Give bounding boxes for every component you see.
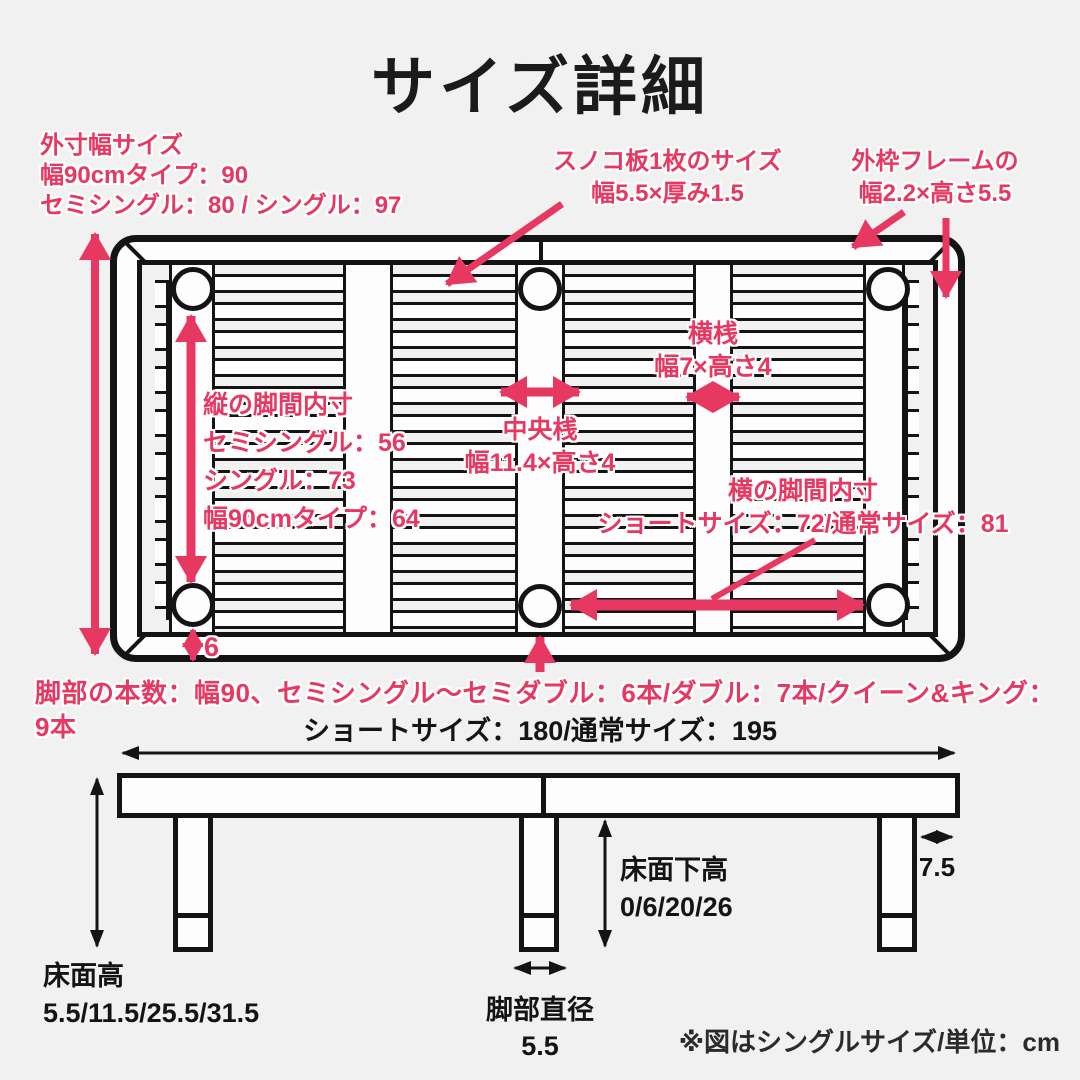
bed-bottom-view (110, 235, 965, 662)
frame-top-seam (539, 242, 543, 261)
slat-size-label: スノコ板1枚のサイズ 幅5.5×厚み1.5 (553, 148, 782, 207)
leg-bottom-center (518, 584, 562, 628)
side-overhang-value: 7.5 (918, 852, 956, 882)
floor-height-label: 床面高 5.5/11.5/25.5/31.5 (43, 961, 260, 1028)
vertical-leg-gap-label: 縦の脚間内寸 セミシングル：56 シングル：73 幅90cmタイプ：64 (203, 391, 420, 533)
side-leg-left (173, 818, 213, 952)
leg-bottom-left (171, 583, 215, 627)
cross-rail-left (343, 265, 393, 632)
right-leg-rail (863, 265, 905, 632)
leg-top-left (171, 267, 215, 311)
leg-inset-value: 6 (204, 632, 220, 662)
leg-joint-line (882, 913, 912, 918)
page-title: サイズ詳細 (370, 51, 710, 123)
leg-diameter-label: 脚部直径 5.5 (486, 995, 594, 1061)
center-rail (515, 265, 565, 632)
horizontal-leg-gap-label: 横の脚間内寸 ショートサイズ：72/通常サイズ：81 (597, 477, 1009, 538)
cross-rail-label: 横桟 幅7×高さ4 (654, 320, 772, 381)
bed-length-label: ショートサイズ：180/通常サイズ：195 (303, 716, 777, 746)
platform-seam (541, 778, 546, 813)
leg-count-label: 脚部の本数：幅90、セミシングル〜セミダブル：6本/ダブル：7本/クイーン&キン… (35, 678, 1055, 743)
leg-top-right (866, 267, 910, 311)
leg-joint-line (178, 913, 208, 918)
bed-inner-frame (137, 260, 938, 637)
side-leg-right (877, 818, 917, 952)
slat-pointer-arrow (445, 201, 564, 287)
center-rail-label: 中央桟 幅11.4×高さ4 (464, 416, 616, 477)
slat-end-tabs-right (905, 280, 919, 620)
slat-end-tabs-left (155, 280, 169, 620)
frame-width-pointer-arrow (851, 209, 906, 250)
unit-note: ※図はシングルサイズ/単位：cm (678, 1027, 1060, 1057)
leg-bottom-right (866, 583, 910, 627)
cross-rail-right (693, 265, 733, 632)
side-view-platform (117, 773, 960, 818)
frame-size-label: 外枠フレームの 幅2.2×高さ5.5 (851, 148, 1019, 207)
under-floor-height-label: 床面下高 0/6/20/26 (620, 855, 733, 922)
leg-top-center (518, 267, 562, 311)
leg-joint-line (524, 913, 554, 918)
leg-gap-pointer-line (710, 537, 817, 602)
side-leg-center (519, 818, 559, 952)
outer-width-label: 外寸幅サイズ 幅90cmタイプ：90 セミシングル：80 / シングル：97 (40, 132, 402, 219)
